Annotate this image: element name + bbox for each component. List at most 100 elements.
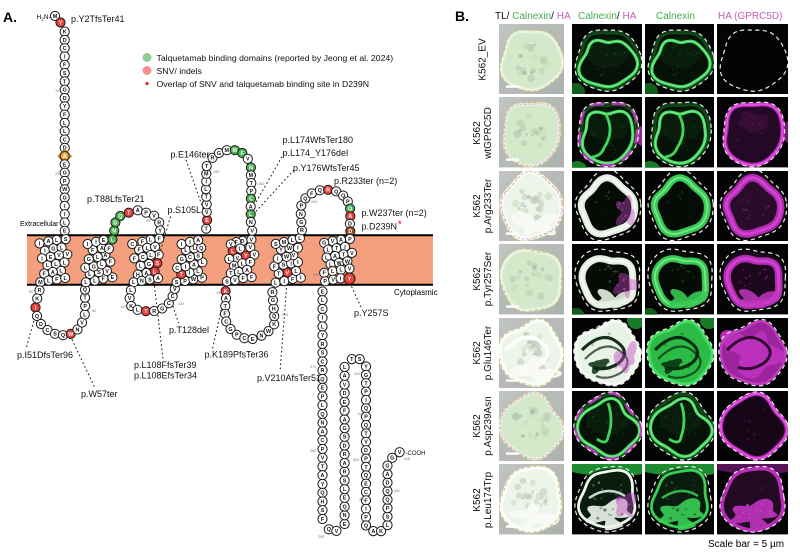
svg-text:L: L: [237, 270, 241, 276]
svg-text:Q: Q: [334, 189, 338, 195]
svg-text:A: A: [343, 374, 347, 380]
svg-text:V: V: [398, 450, 402, 456]
svg-text:V: V: [350, 251, 354, 257]
svg-text:F: F: [43, 272, 47, 278]
svg-text:R: R: [152, 309, 156, 315]
svg-text:Overlap of SNV and talquetamab: Overlap of SNV and talquetamab binding s…: [157, 79, 370, 89]
svg-text:p.W57ter: p.W57ter: [81, 389, 118, 399]
svg-text:D: D: [364, 448, 368, 454]
svg-text:D: D: [386, 481, 390, 487]
svg-text:I: I: [44, 249, 46, 255]
svg-text:L: L: [343, 365, 347, 371]
svg-text:F: F: [107, 247, 111, 253]
svg-text:T: T: [205, 164, 209, 170]
svg-text:E: E: [321, 289, 325, 295]
svg-text:p.Y257S: p.Y257S: [354, 308, 389, 318]
svg-text:Q: Q: [303, 196, 307, 202]
svg-text:P: P: [299, 204, 303, 210]
svg-text:330: 330: [359, 498, 365, 502]
svg-text:A: A: [371, 529, 375, 535]
svg-text:S: S: [274, 242, 278, 248]
svg-text:L: L: [111, 237, 115, 243]
svg-text:P: P: [346, 199, 350, 205]
svg-text:K: K: [224, 289, 228, 295]
svg-text:S: S: [343, 478, 347, 484]
svg-text:R: R: [157, 220, 161, 226]
svg-text:N: N: [260, 334, 264, 340]
svg-text:N: N: [321, 421, 325, 427]
svg-text:E: E: [343, 400, 347, 406]
svg-text:C: C: [171, 294, 175, 300]
svg-text:Q: Q: [364, 523, 368, 529]
svg-text:F: F: [242, 276, 246, 282]
svg-text:p.I51DfsTer96: p.I51DfsTer96: [17, 350, 73, 360]
svg-text:P: P: [83, 304, 87, 310]
svg-text:V: V: [252, 253, 256, 259]
svg-text:C: C: [249, 197, 253, 203]
svg-text:p.L174WfsTer180: p.L174WfsTer180: [283, 135, 354, 145]
svg-text:93: 93: [146, 219, 150, 223]
svg-text:A: A: [224, 296, 228, 302]
svg-text:C: C: [63, 137, 67, 143]
svg-text:L: L: [149, 253, 153, 259]
svg-text:310: 310: [354, 372, 360, 376]
svg-text:280: 280: [310, 449, 316, 453]
svg-text:Q: Q: [83, 288, 87, 294]
svg-text:L: L: [274, 281, 278, 287]
svg-text:A: A: [245, 268, 249, 274]
svg-text:L: L: [184, 248, 188, 254]
svg-text:V: V: [57, 253, 61, 259]
svg-text:P: P: [364, 390, 368, 396]
svg-text:V: V: [233, 278, 237, 284]
svg-text:270: 270: [310, 365, 316, 369]
svg-text:D: D: [63, 96, 67, 102]
svg-text:C: C: [321, 359, 325, 365]
svg-text:L: L: [132, 280, 136, 286]
svg-text:V: V: [364, 440, 368, 446]
svg-text:Q: Q: [342, 505, 346, 511]
svg-text:T: T: [335, 246, 339, 252]
svg-text:250: 250: [313, 273, 319, 277]
svg-text:V: V: [292, 253, 296, 259]
svg-text:I: I: [300, 276, 302, 282]
svg-text:V: V: [321, 456, 325, 462]
svg-text:G: G: [322, 241, 326, 247]
svg-text:S: S: [64, 237, 68, 243]
svg-text:p.Y176WfsTer45: p.Y176WfsTer45: [293, 163, 360, 173]
svg-text:I: I: [87, 242, 89, 248]
svg-text:Q: Q: [364, 423, 368, 429]
svg-text:I: I: [95, 240, 97, 246]
svg-text:L: L: [196, 269, 200, 275]
svg-text:300: 300: [353, 458, 359, 462]
svg-text:V: V: [205, 202, 209, 208]
svg-text:P: P: [364, 515, 368, 521]
svg-text:G: G: [271, 298, 275, 304]
svg-text:H2N-: H2N-: [37, 14, 51, 22]
svg-text:G: G: [87, 257, 91, 263]
svg-text:p.V210AfsTer51: p.V210AfsTer51: [257, 373, 321, 383]
svg-text:160: 160: [258, 182, 264, 186]
svg-text:A: A: [156, 276, 160, 282]
svg-text:I: I: [284, 279, 286, 285]
svg-text:L: L: [63, 260, 67, 266]
svg-text:V: V: [250, 238, 254, 244]
svg-text:L: L: [325, 256, 329, 262]
svg-text:C: C: [364, 490, 368, 496]
svg-text:A: A: [343, 417, 347, 423]
svg-text:p.E146ter: p.E146ter: [171, 150, 210, 160]
svg-text:G: G: [63, 171, 67, 177]
svg-text:240: 240: [311, 200, 317, 204]
svg-text:E: E: [49, 255, 53, 261]
svg-text:C: C: [188, 255, 192, 261]
svg-text:Q: Q: [118, 214, 122, 220]
svg-text:T: T: [127, 211, 131, 217]
svg-text:E: E: [343, 522, 347, 528]
svg-text:L: L: [100, 262, 104, 268]
svg-text:C: C: [167, 301, 171, 307]
svg-text:Q: Q: [348, 207, 352, 213]
svg-text:P: P: [321, 447, 325, 453]
svg-text:p.S105L: p.S105L: [168, 205, 202, 215]
svg-text:I: I: [181, 242, 183, 248]
svg-text:T: T: [364, 431, 368, 437]
svg-text:L: L: [136, 308, 140, 314]
